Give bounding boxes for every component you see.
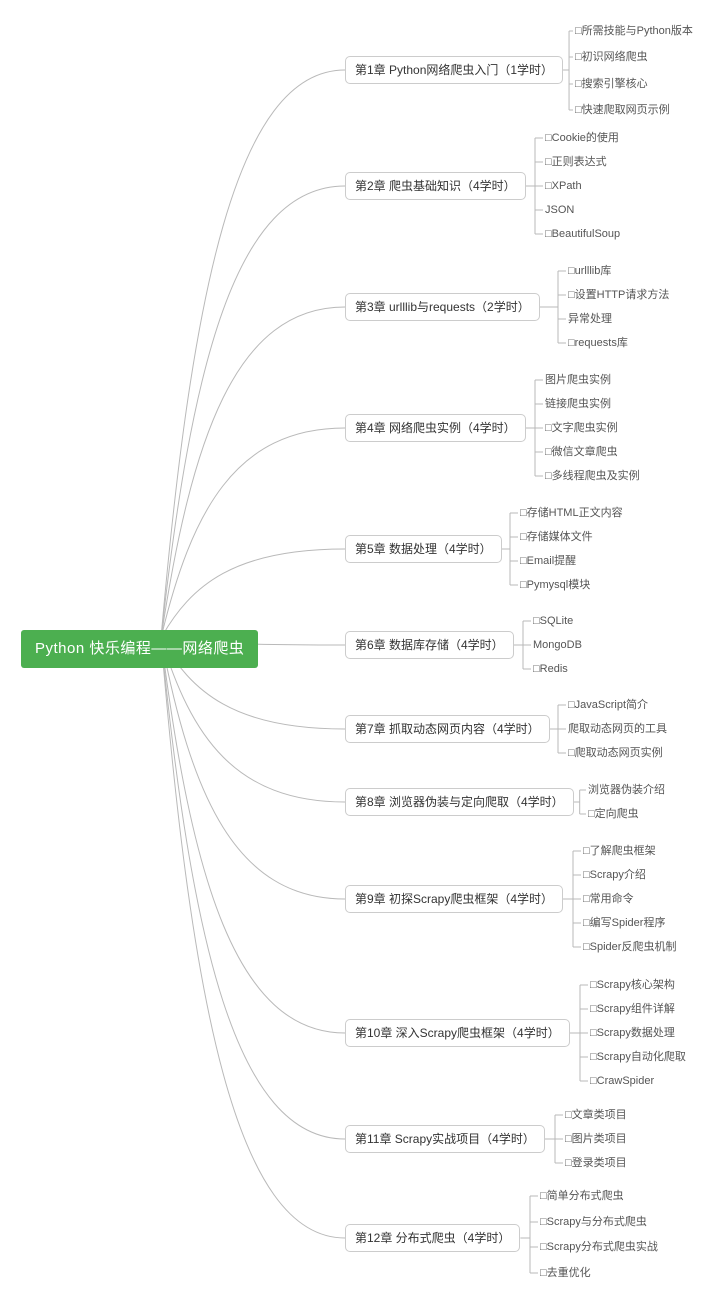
subtopic-node[interactable]: □所需技能与Python版本 [575,25,693,37]
chapter-node-8[interactable]: 第8章 浏览器伪装与定向爬取（4学时） [345,788,574,816]
subtopic-node[interactable]: □快速爬取网页示例 [575,104,670,116]
chapter-node-1[interactable]: 第1章 Python网络爬虫入门（1学时） [345,56,564,84]
subtopic-node[interactable]: 图片爬虫实例 [545,374,611,386]
subtopic-node[interactable]: □Redis [533,663,568,675]
subtopic-node[interactable]: □编写Spider程序 [583,917,666,929]
subtopic-node[interactable]: □存储HTML正文内容 [520,507,623,519]
subtopic-node[interactable]: 异常处理 [568,313,612,325]
chapter-node-4[interactable]: 第4章 网络爬虫实例（4学时） [345,414,526,442]
subtopic-node[interactable]: □SQLite [533,615,574,627]
subtopic-node[interactable]: 浏览器伪装介绍 [588,784,665,796]
subtopic-node[interactable]: 爬取动态网页的工具 [568,723,667,735]
subtopic-node[interactable]: □JavaScript简介 [568,699,648,711]
subtopic-node[interactable]: □微信文章爬虫 [545,446,618,458]
chapter-node-3[interactable]: 第3章 urlllib与requests（2学时） [345,293,540,321]
subtopic-node[interactable]: □Spider反爬虫机制 [583,941,677,953]
subtopic-node[interactable]: □Scrapy分布式爬虫实战 [540,1241,658,1253]
subtopic-node[interactable]: □Scrapy与分布式爬虫 [540,1216,647,1228]
chapter-node-7[interactable]: 第7章 抓取动态网页内容（4学时） [345,715,550,743]
subtopic-node[interactable]: □常用命令 [583,893,634,905]
subtopic-node[interactable]: □简单分布式爬虫 [540,1190,624,1202]
subtopic-node[interactable]: □文章类项目 [565,1109,627,1121]
subtopic-node[interactable]: □搜索引擎核心 [575,78,648,90]
subtopic-node[interactable]: □CrawSpider [590,1075,655,1087]
subtopic-node[interactable]: □Pymysql模块 [520,579,591,591]
subtopic-node[interactable]: □urlllib库 [568,265,612,277]
subtopic-node[interactable]: □Cookie的使用 [545,132,619,144]
subtopic-node[interactable]: □Scrapy自动化爬取 [590,1051,686,1063]
chapter-node-2[interactable]: 第2章 爬虫基础知识（4学时） [345,172,526,200]
subtopic-node[interactable]: □Scrapy核心架构 [590,979,675,991]
subtopic-node[interactable]: □多线程爬虫及实例 [545,470,640,482]
subtopic-node[interactable]: □爬取动态网页实例 [568,747,663,759]
subtopic-node[interactable]: □XPath [545,180,582,192]
subtopic-node[interactable]: □Email提醒 [520,555,577,567]
subtopic-node[interactable]: MongoDB [533,639,582,651]
subtopic-node[interactable]: □BeautifulSoup [545,228,621,240]
subtopic-node[interactable]: □设置HTTP请求方法 [568,289,670,301]
chapter-node-6[interactable]: 第6章 数据库存储（4学时） [345,631,514,659]
subtopic-node[interactable]: □图片类项目 [565,1133,627,1145]
subtopic-node[interactable]: □文字爬虫实例 [545,422,618,434]
chapter-node-10[interactable]: 第10章 深入Scrapy爬虫框架（4学时） [345,1019,570,1047]
subtopic-node[interactable]: □定向爬虫 [588,808,639,820]
root-node[interactable]: Python 快乐编程——网络爬虫 [21,630,259,668]
chapter-node-12[interactable]: 第12章 分布式爬虫（4学时） [345,1224,521,1252]
subtopic-node[interactable]: JSON [545,204,575,216]
subtopic-node[interactable]: □登录类项目 [565,1157,627,1169]
subtopic-node[interactable]: □初识网络爬虫 [575,51,648,63]
chapter-node-5[interactable]: 第5章 数据处理（4学时） [345,535,502,563]
chapter-node-9[interactable]: 第9章 初探Scrapy爬虫框架（4学时） [345,885,564,913]
subtopic-node[interactable]: □了解爬虫框架 [583,845,656,857]
subtopic-node[interactable]: □Scrapy介绍 [583,869,646,881]
subtopic-node[interactable]: □正则表达式 [545,156,607,168]
subtopic-node[interactable]: □requests库 [568,337,628,349]
subtopic-node[interactable]: □存储媒体文件 [520,531,593,543]
subtopic-node[interactable]: □Scrapy组件详解 [590,1003,675,1015]
subtopic-node[interactable]: □去重优化 [540,1267,591,1279]
chapter-node-11[interactable]: 第11章 Scrapy实战项目（4学时） [345,1125,545,1153]
subtopic-node[interactable]: 链接爬虫实例 [545,398,611,410]
subtopic-node[interactable]: □Scrapy数据处理 [590,1027,675,1039]
